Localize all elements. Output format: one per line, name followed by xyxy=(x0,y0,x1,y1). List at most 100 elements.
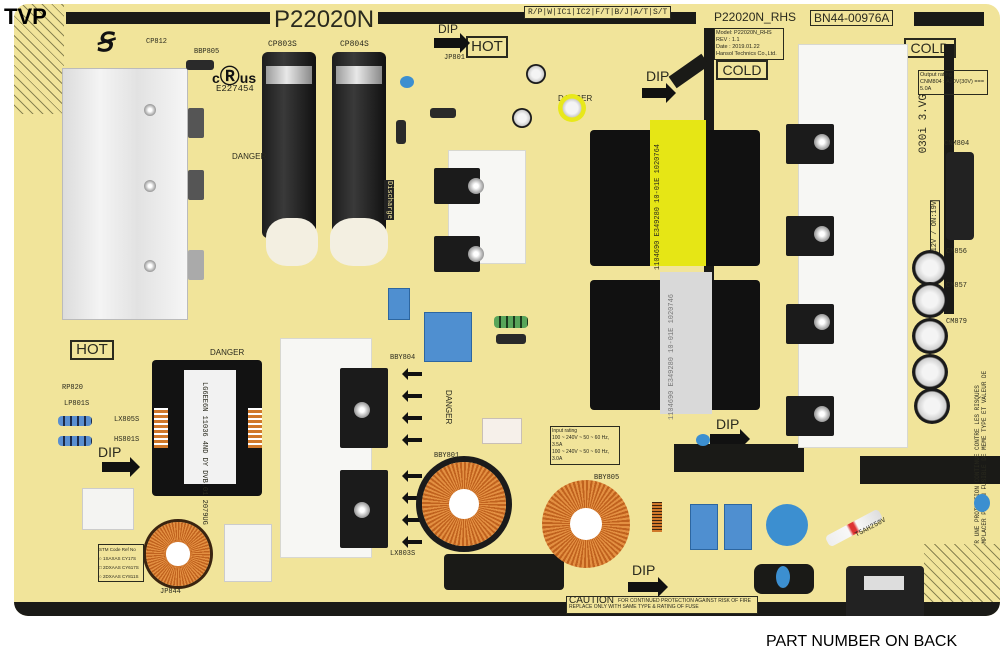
footer-caption: PART NUMBER ON BACK xyxy=(766,633,958,650)
ref-lx802s: BBY805 xyxy=(594,474,620,482)
samsung-logo-icon: Ꞩ xyxy=(96,28,113,57)
capacitor-cm820 xyxy=(526,64,546,84)
bottom-trace-pad xyxy=(444,554,564,590)
connector-cnm804[interactable] xyxy=(946,152,974,240)
ref-cm856: CM856 xyxy=(946,248,968,256)
varistor-vx801s xyxy=(766,504,808,546)
ul-cert-number: E227454 xyxy=(216,84,254,94)
info-model: Model: P22020N_RHS xyxy=(716,30,772,36)
capacitor-cm809 xyxy=(558,94,586,122)
transformer-left-label: LG6EE6N 11036 4ND DY DVB.01 2079UG xyxy=(200,382,208,525)
isolation-trace xyxy=(860,456,1000,484)
capacitor-cy903s xyxy=(776,566,790,588)
coil-winding xyxy=(248,408,262,448)
dip-label: DIP xyxy=(98,444,122,460)
dip-arrow-icon xyxy=(628,577,668,597)
info-rev: REV : 1.1 xyxy=(716,37,740,43)
ref-jp846: RP820 xyxy=(62,384,84,392)
input-rating-row: 100 ~ 240V ~ 50 ~ 60 Hz, 3.5A xyxy=(552,435,610,448)
screw-icon xyxy=(814,406,830,422)
arrow-icon xyxy=(402,412,422,424)
check-col: W xyxy=(547,8,553,17)
danger-label: DANGER xyxy=(210,348,245,357)
capacitor xyxy=(912,354,948,390)
ref-cm857: CM857 xyxy=(946,282,968,290)
pcb-board: P22020N R/P|W|IC1|IC2|F/T|B/J|A/T|S/T P2… xyxy=(14,4,1000,616)
ref-bd802s: BBY804 xyxy=(390,354,416,362)
diode-dm810 xyxy=(430,108,456,118)
screw-icon xyxy=(814,314,830,330)
screw-icon xyxy=(468,246,484,262)
ref-cnm804: CNM804 xyxy=(944,140,970,148)
x-capacitor-cp801s xyxy=(224,524,272,582)
screw-icon xyxy=(354,402,370,418)
diode-bbp805 xyxy=(186,60,214,70)
glue-blob xyxy=(330,218,388,266)
transformer-core-yellow xyxy=(650,120,706,266)
ref-cp803s: CP803S xyxy=(268,40,297,49)
arrow-icon xyxy=(402,390,422,402)
table-cell: □ xyxy=(99,565,102,570)
screw-icon xyxy=(354,502,370,518)
caution-title: CAUTION xyxy=(569,595,614,606)
transformer-left-core xyxy=(184,370,236,484)
table-cell: ○ xyxy=(99,574,102,579)
table-cell: 1SAXAS xyxy=(102,556,121,561)
input-rating-title: Input rating xyxy=(552,428,578,434)
check-col: S/T xyxy=(652,8,668,17)
check-table: R/P|W|IC1|IC2|F/T|B/J|A/T|S/T xyxy=(524,6,672,19)
transformer-upper-label: 1104690 E349280 10-01E 1020764 xyxy=(654,144,662,271)
glue-blob xyxy=(266,218,318,266)
hot-label-top: HOT xyxy=(466,36,508,58)
resistor-rp820 xyxy=(58,436,92,446)
danger-label: DANGER xyxy=(232,152,267,161)
table-cell: CY617S xyxy=(122,565,139,570)
dip-label: DIP xyxy=(438,22,459,36)
toroid-lx803s xyxy=(422,462,506,546)
table-cell: 2DXAAS xyxy=(102,565,121,570)
isolation-trace xyxy=(674,444,804,472)
resistor-rp832 xyxy=(58,416,92,426)
ref-cp812: CP812 xyxy=(146,38,168,46)
code-table: STM Code Ref No ○ 1SAXAS CY17S □ 2DXAAS … xyxy=(98,544,144,582)
cap-band xyxy=(266,66,312,84)
capacitor-cm801s xyxy=(424,312,472,362)
ac-inlet-cn801s[interactable] xyxy=(846,566,924,616)
table-header: Ref No xyxy=(121,547,136,552)
capacitor-cx802s xyxy=(690,504,718,550)
dip-label: DIP xyxy=(716,416,740,432)
transistor-tab xyxy=(188,170,204,200)
transformer-core-white xyxy=(660,272,712,414)
info-date: Date : 2019.01.22 xyxy=(716,44,760,50)
info-maker: Hansol Technics Co.,Ltd. xyxy=(716,51,777,57)
diode-bbm801 xyxy=(396,120,406,144)
transistor-tab xyxy=(188,250,204,280)
left-heatsink xyxy=(62,68,188,320)
top-right-trace xyxy=(914,12,984,26)
ref-bd801s: LX803S xyxy=(390,550,416,558)
arrow-icon xyxy=(402,470,422,482)
output-rating-title: Output rating xyxy=(920,72,952,78)
check-col: F/T xyxy=(595,8,610,17)
info-box: Model: P22020N_RHS REV : 1.1 Date : 2019… xyxy=(714,28,784,60)
ref-bbp805: BBP805 xyxy=(194,48,220,56)
x-capacitor xyxy=(82,488,134,530)
dip-arrow-icon xyxy=(102,457,140,477)
model-rhs: P22020N_RHS xyxy=(714,10,797,24)
capacitor xyxy=(914,388,950,424)
output-rating-row: CNM804 : A20V(30V) === 5.0A xyxy=(920,79,985,92)
arrow-icon xyxy=(402,514,422,526)
dip-arrow-icon xyxy=(710,429,750,449)
inlet-label-tape xyxy=(864,576,904,590)
table-header: Code xyxy=(109,547,121,552)
capacitor-cm856 xyxy=(912,250,948,286)
arrow-icon xyxy=(402,368,422,380)
check-col: IC2 xyxy=(576,8,591,17)
screw-icon xyxy=(814,134,830,150)
ref-rp820: HS801S xyxy=(114,436,140,444)
model-title: P22020N xyxy=(270,6,379,34)
coil-winding xyxy=(154,408,168,448)
check-col: B/J xyxy=(614,8,629,17)
hatched-corner xyxy=(14,4,64,114)
output-rating-box: Output rating CNM804 : A20V(30V) === 5.0… xyxy=(918,70,988,95)
